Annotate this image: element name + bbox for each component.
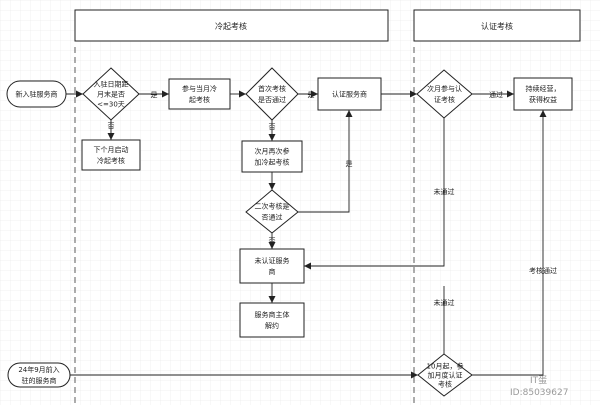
node-label-line: <=30天 [97, 101, 125, 109]
node-label-line: 起考核 [189, 95, 210, 104]
node-pre-sep-provider [7, 362, 71, 388]
node-label-line: 持续经营， [526, 84, 561, 93]
edge-label-oct-pass: 考核通过 [529, 266, 557, 275]
node-label-line: 加冷起考核 [255, 158, 290, 167]
node-label-line: 冷起考核 [97, 156, 125, 165]
node-label-line: 次月再次参 [255, 147, 290, 156]
node-continue-operation [513, 77, 573, 111]
node-provider-unbind [239, 302, 305, 338]
watermark-brand: IT蛋 [530, 375, 547, 386]
node-label-line: 解约 [265, 321, 279, 330]
lane-title-cold-start: 冷起考核 [215, 21, 247, 31]
node-oct-join-cert-check-label: 10月起，参加月度认证考核 [427, 362, 464, 389]
node-label-line: 服务商主体 [255, 310, 290, 319]
node-label-line: 二次考核是 [255, 202, 290, 211]
node-next-month-retry-label: 次月再次参加冷起考核 [255, 147, 290, 167]
node-next-month-cert-check [416, 69, 473, 119]
node-second-pass-check-label: 二次考核是否通过 [255, 202, 290, 222]
node-label-line: 驻的服务商 [22, 376, 57, 385]
node-certified-provider-label: 认证服务商 [332, 90, 367, 99]
node-label-line: 下个月启动 [94, 145, 129, 154]
node-label-line: 商 [269, 267, 276, 276]
node-label-line: 24年9月前入 [18, 365, 59, 374]
node-label-line: 考核 [438, 380, 452, 389]
node-join-current-cold [168, 78, 231, 110]
edge-label-check-no: 否 [108, 122, 115, 130]
node-label-line: 获得权益 [529, 95, 557, 104]
node-new-provider [6, 80, 67, 108]
node-pre-sep-provider-label: 24年9月前入驻的服务商 [18, 365, 59, 385]
connectors [66, 90, 547, 379]
edge-oct-pass [472, 110, 547, 376]
node-provider-unbind-label: 服务商主体解约 [255, 310, 290, 330]
edge-label-first-yes: 是 [308, 91, 315, 99]
edge-cert-not-pass [304, 118, 445, 270]
node-uncertified-provider-label: 未认证服务商 [255, 256, 290, 276]
node-label-line: 新入驻服务商 [16, 90, 58, 99]
node-next-month-cert-check-label: 次月参与认证考核 [427, 84, 462, 104]
node-continue-operation-label: 持续经营， 获得权益 [526, 84, 561, 104]
node-check-30-days [82, 67, 140, 121]
node-label-line: 认证服务商 [332, 90, 367, 99]
edge-label-cert-pass: 通过 [489, 90, 503, 99]
lane-header-cold-start [74, 9, 389, 42]
node-first-pass-check [245, 67, 299, 121]
node-label-line: 入驻日期距 [94, 80, 129, 89]
node-next-month-retry [241, 140, 303, 173]
node-label-line: 证考核 [434, 95, 455, 104]
lane-title-certification: 认证考核 [481, 21, 513, 31]
node-label-line: 10月起，参 [427, 362, 464, 371]
node-start-next-month [81, 139, 141, 171]
edge-second-yes [298, 110, 353, 213]
edge-label-second-yes: 是 [346, 160, 353, 168]
node-label-line: 首次考核 [258, 84, 286, 93]
lane-header-certification [413, 9, 581, 42]
node-label-line: 是否通过 [258, 95, 286, 104]
node-second-pass-check [245, 189, 299, 234]
node-check-30-days-label: 入驻日期距月末是否 <=30天 [94, 80, 129, 109]
node-join-current-cold-label: 参与当月冷起考核 [182, 84, 217, 104]
edge-label-second-no: 否 [269, 237, 276, 245]
node-first-pass-check-label: 首次考核是否通过 [258, 84, 286, 104]
node-new-provider-label: 新入驻服务商 [16, 90, 58, 99]
node-oct-join-cert-check [417, 353, 473, 397]
edge-label-oct-not-pass: 未通过 [434, 298, 455, 307]
node-certified-provider [317, 77, 382, 111]
node-label-line: 未认证服务 [255, 256, 290, 265]
node-label-line: 参与当月冷 [182, 84, 217, 93]
node-label-line: 次月参与认 [427, 84, 462, 93]
node-uncertified-provider [239, 248, 305, 284]
node-label-line: 否通过 [262, 213, 283, 222]
node-label-line: 月末是否 [97, 90, 125, 99]
node-start-next-month-label: 下个月启动冷起考核 [94, 145, 129, 165]
edge-label-first-no: 否 [269, 123, 276, 131]
edge-label-cert-not-pass: 未通过 [434, 187, 455, 196]
watermark-id: ID:85039627 [510, 388, 568, 398]
node-label-line: 加月度认证 [428, 371, 463, 380]
edge-label-check-yes: 是 [151, 91, 158, 99]
